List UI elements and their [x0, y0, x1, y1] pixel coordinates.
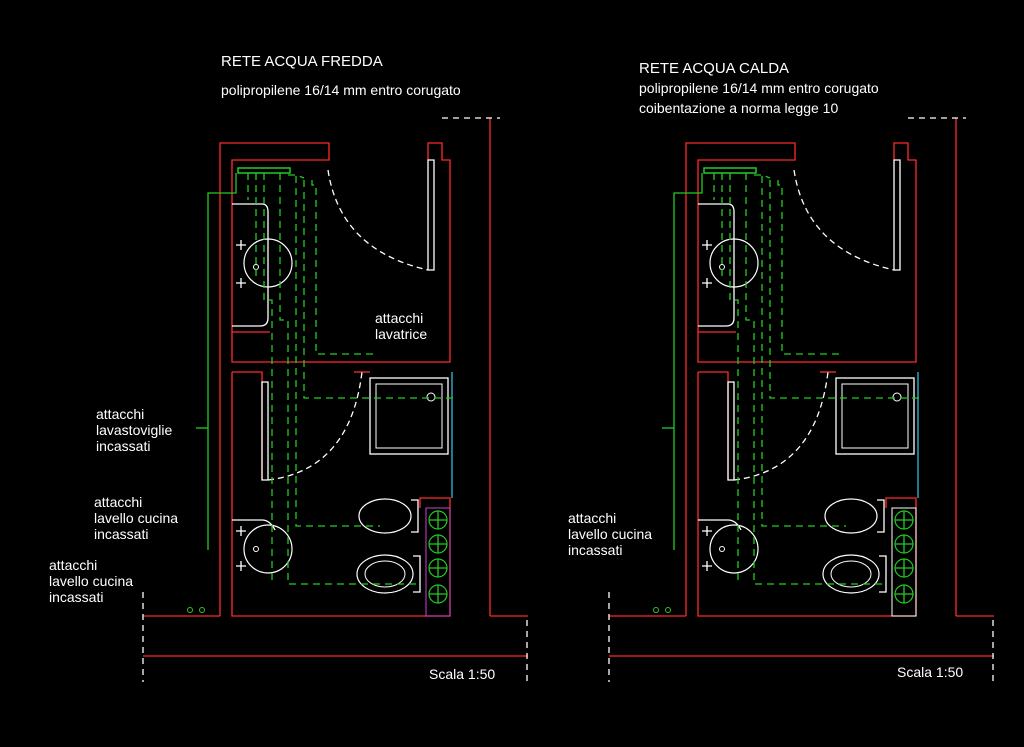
hot-water-subtitle: polipropilene 16/14 mm entro corugato: [639, 80, 879, 96]
drain: [253, 546, 259, 552]
supply-line: [673, 173, 703, 550]
fitting: [187, 607, 193, 613]
bidet: [356, 554, 414, 594]
washbasin-bowl: [243, 524, 293, 574]
bidet-inner: [364, 560, 406, 588]
pipe: [769, 180, 922, 399]
pipe: [303, 180, 456, 399]
pipe: [255, 173, 273, 580]
left-scale-label: Scala 1:50: [429, 666, 496, 682]
wall: [697, 142, 917, 363]
toilet-bowl: [358, 498, 412, 534]
door-swing: [733, 371, 829, 481]
cold-water-plan: [142, 117, 528, 682]
fitting: [653, 607, 659, 613]
shower-drain: [892, 392, 902, 402]
fitting: [665, 607, 671, 613]
wall: [698, 371, 729, 480]
hot-water-plan: [608, 117, 994, 682]
wall: [231, 372, 451, 617]
shower-tray: [835, 377, 915, 455]
label-sink-hot: attacchi lavello cucina incassati: [568, 510, 653, 558]
pipe: [288, 174, 305, 179]
shower-tray: [369, 377, 449, 455]
riser-column: [425, 507, 451, 617]
washbasin: [232, 519, 276, 531]
pipe: [745, 173, 882, 585]
riser-valve-cross: [895, 559, 913, 577]
door-leaf: [893, 159, 901, 271]
tap: [702, 526, 712, 571]
pipe: [721, 173, 739, 580]
riser-valve-cross: [895, 511, 913, 529]
label-sink-2: attacchi lavello cucina incassati: [49, 557, 134, 605]
door-leaf: [727, 381, 735, 481]
manifold: [237, 167, 291, 174]
door-swing: [793, 169, 895, 271]
bidet-tank: [413, 555, 421, 593]
cold-water-subtitle: polipropilene 16/14 mm entro corugato: [221, 82, 461, 98]
shower-drain: [426, 392, 436, 402]
drain: [719, 546, 725, 552]
riser-valve-cross: [895, 585, 913, 603]
pipe: [754, 174, 771, 179]
pipe: [311, 180, 376, 355]
washbasin: [698, 203, 735, 327]
supply-line: [207, 173, 237, 550]
pipe: [279, 173, 416, 585]
riser-column: [891, 507, 917, 617]
label-dishwasher: attacchi lavastoviglie incassati: [96, 406, 173, 454]
riser-valve-cross: [895, 535, 913, 553]
washbasin-bowl: [709, 238, 759, 288]
hot-water-title: RETE ACQUA CALDA: [639, 60, 790, 77]
fitting: [199, 607, 205, 613]
drain: [719, 264, 725, 270]
tap: [702, 240, 712, 288]
bidet-inner: [830, 560, 872, 588]
shower-tray-inner: [375, 383, 443, 449]
door-swing: [327, 169, 429, 271]
washbasin: [698, 519, 742, 531]
bidet: [822, 554, 880, 594]
drain: [253, 264, 259, 270]
wall: [231, 142, 451, 363]
wall: [685, 142, 796, 616]
pipe: [777, 180, 842, 355]
pipe: [761, 176, 846, 527]
tap: [236, 526, 246, 571]
washbasin-bowl: [709, 524, 759, 574]
riser-valve-cross: [429, 559, 447, 577]
label-washing-machine: attacchi lavatrice: [375, 310, 428, 342]
bidet-tank: [879, 555, 887, 593]
door-swing: [267, 371, 363, 481]
washbasin: [232, 203, 269, 327]
riser-valve-cross: [429, 585, 447, 603]
wall: [232, 371, 263, 480]
cold-water-title: RETE ACQUA FREDDA: [221, 53, 383, 70]
washbasin-bowl: [243, 238, 293, 288]
wall: [697, 372, 917, 617]
toilet-tank: [877, 499, 885, 533]
toilet-bowl: [824, 498, 878, 534]
wall: [219, 142, 330, 616]
manifold: [703, 167, 757, 174]
hot-water-subtitle-2: coibentazione a norma legge 10: [639, 100, 839, 116]
shower-tray-inner: [841, 383, 909, 449]
door-leaf: [427, 159, 435, 271]
riser-valve-cross: [429, 535, 447, 553]
tap: [236, 240, 246, 288]
toilet-tank: [411, 499, 419, 533]
riser-valve-cross: [429, 511, 447, 529]
right-scale-label: Scala 1:50: [897, 664, 964, 680]
pipe: [295, 176, 380, 527]
door-leaf: [261, 381, 269, 481]
label-sink-1: attacchi lavello cucina incassati: [94, 494, 179, 542]
